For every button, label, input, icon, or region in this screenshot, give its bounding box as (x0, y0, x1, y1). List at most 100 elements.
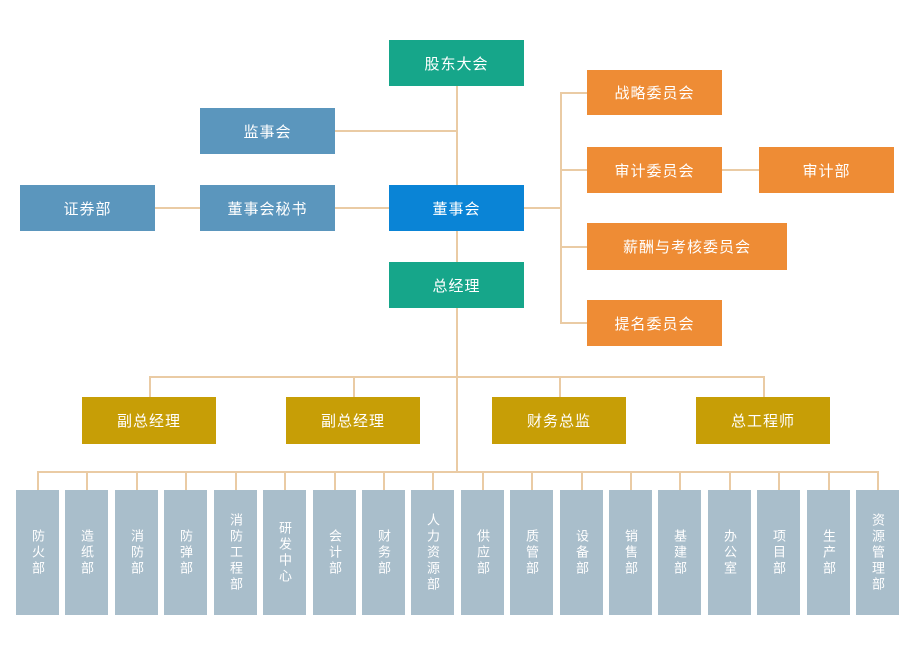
node-general-manager[interactable]: 总经理 (389, 262, 524, 308)
node-department[interactable]: 项目部 (757, 490, 800, 615)
connector-strategy-branch (560, 92, 587, 94)
node-label: 副总经理 (116, 413, 181, 430)
connector-stub-deputy2 (353, 376, 355, 397)
node-chief-engineer[interactable]: 总工程师 (696, 397, 830, 444)
department-label: 人力资源部 (425, 512, 440, 593)
node-department[interactable]: 基建部 (658, 490, 701, 615)
node-department[interactable]: 造纸部 (65, 490, 108, 615)
node-department[interactable]: 财务部 (362, 490, 405, 615)
department-label: 资源管理部 (870, 512, 885, 593)
department-label: 研发中心 (277, 520, 292, 585)
connector-stub-department (334, 471, 336, 490)
department-label: 供应部 (475, 528, 490, 577)
node-department[interactable]: 设备部 (560, 490, 603, 615)
node-label: 监事会 (243, 123, 292, 141)
node-audit-dept[interactable]: 审计部 (759, 147, 894, 193)
node-deputy-gm-2[interactable]: 副总经理 (286, 397, 420, 444)
connector-stub-department (828, 471, 830, 490)
connector-stub-department (235, 471, 237, 490)
node-finance-director[interactable]: 财务总监 (492, 397, 626, 444)
department-label: 防弹部 (178, 528, 193, 577)
connector-department-bus (37, 471, 878, 473)
connector-committee-trunk (560, 92, 562, 323)
connector-executive-bus (149, 376, 764, 378)
connector-secretary-board (335, 207, 389, 209)
node-label: 财务总监 (526, 413, 591, 430)
department-label: 办公室 (722, 528, 737, 577)
node-label: 董事会秘书 (227, 200, 308, 218)
department-label: 基建部 (672, 528, 687, 577)
node-label: 总经理 (432, 277, 481, 295)
connector-stub-department (630, 471, 632, 490)
connector-stub-department (432, 471, 434, 490)
connector-stub-department (778, 471, 780, 490)
node-label: 证券部 (63, 200, 112, 218)
connector-supervisory-trunk (335, 130, 457, 132)
department-label: 销售部 (623, 528, 638, 577)
connector-shareholders-board (456, 86, 458, 185)
node-department[interactable]: 会计部 (313, 490, 356, 615)
connector-stub-chief-engineer (763, 376, 765, 397)
node-label: 股东大会 (424, 55, 489, 73)
connector-stub-department (185, 471, 187, 490)
connector-stub-department (136, 471, 138, 490)
node-department[interactable]: 生产部 (807, 490, 850, 615)
node-department[interactable]: 资源管理部 (856, 490, 899, 615)
node-audit-committee[interactable]: 审计委员会 (587, 147, 722, 193)
node-compensation-committee[interactable]: 薪酬与考核委员会 (587, 223, 787, 270)
connector-stub-department (531, 471, 533, 490)
node-department[interactable]: 消防部 (115, 490, 158, 615)
node-department[interactable]: 供应部 (461, 490, 504, 615)
node-label: 副总经理 (320, 413, 385, 430)
connector-gm-down (456, 308, 458, 472)
node-securities-dept[interactable]: 证券部 (20, 185, 155, 231)
department-label: 防火部 (30, 528, 45, 577)
department-label: 设备部 (574, 528, 589, 577)
node-strategy-committee[interactable]: 战略委员会 (587, 70, 722, 115)
connector-board-committee-trunk (524, 207, 560, 209)
node-label: 战略委员会 (614, 85, 695, 102)
connector-compensation-branch (560, 246, 587, 248)
node-department[interactable]: 研发中心 (263, 490, 306, 615)
connector-stub-finance-director (559, 376, 561, 397)
node-department[interactable]: 防火部 (16, 490, 59, 615)
node-department[interactable]: 消防工程部 (214, 490, 257, 615)
node-department[interactable]: 办公室 (708, 490, 751, 615)
node-board-secretary[interactable]: 董事会秘书 (200, 185, 335, 231)
connector-auditcommittee-auditdept (722, 169, 759, 171)
node-shareholders-meeting[interactable]: 股东大会 (389, 40, 524, 86)
department-label: 财务部 (376, 528, 391, 577)
connector-audit-committee-branch (560, 169, 587, 171)
node-label: 提名委员会 (614, 315, 695, 333)
connector-nomination-branch (560, 322, 587, 324)
node-label: 审计部 (802, 162, 851, 180)
node-deputy-gm-1[interactable]: 副总经理 (82, 397, 216, 444)
department-label: 项目部 (771, 528, 786, 577)
connector-securities-secretary (155, 207, 200, 209)
connector-stub-department (679, 471, 681, 490)
connector-stub-department (37, 471, 39, 490)
node-label: 审计委员会 (614, 162, 695, 180)
department-label: 消防部 (129, 528, 144, 577)
connector-board-gm (456, 231, 458, 262)
node-department[interactable]: 质管部 (510, 490, 553, 615)
connector-stub-deputy1 (149, 376, 151, 397)
node-department[interactable]: 防弹部 (164, 490, 207, 615)
node-label: 薪酬与考核委员会 (622, 239, 751, 256)
connector-stub-department (581, 471, 583, 490)
connector-stub-department (482, 471, 484, 490)
node-label: 董事会 (432, 200, 481, 218)
department-label: 消防工程部 (228, 512, 243, 593)
node-board-of-directors[interactable]: 董事会 (389, 185, 524, 231)
node-supervisory-board[interactable]: 监事会 (200, 108, 335, 154)
connector-stub-department (877, 471, 879, 490)
node-department[interactable]: 销售部 (609, 490, 652, 615)
node-nomination-committee[interactable]: 提名委员会 (587, 300, 722, 346)
node-department[interactable]: 人力资源部 (411, 490, 454, 615)
department-label: 造纸部 (79, 528, 94, 577)
department-label: 生产部 (821, 528, 836, 577)
connector-stub-department (729, 471, 731, 490)
connector-stub-department (284, 471, 286, 490)
department-label: 会计部 (327, 528, 342, 577)
